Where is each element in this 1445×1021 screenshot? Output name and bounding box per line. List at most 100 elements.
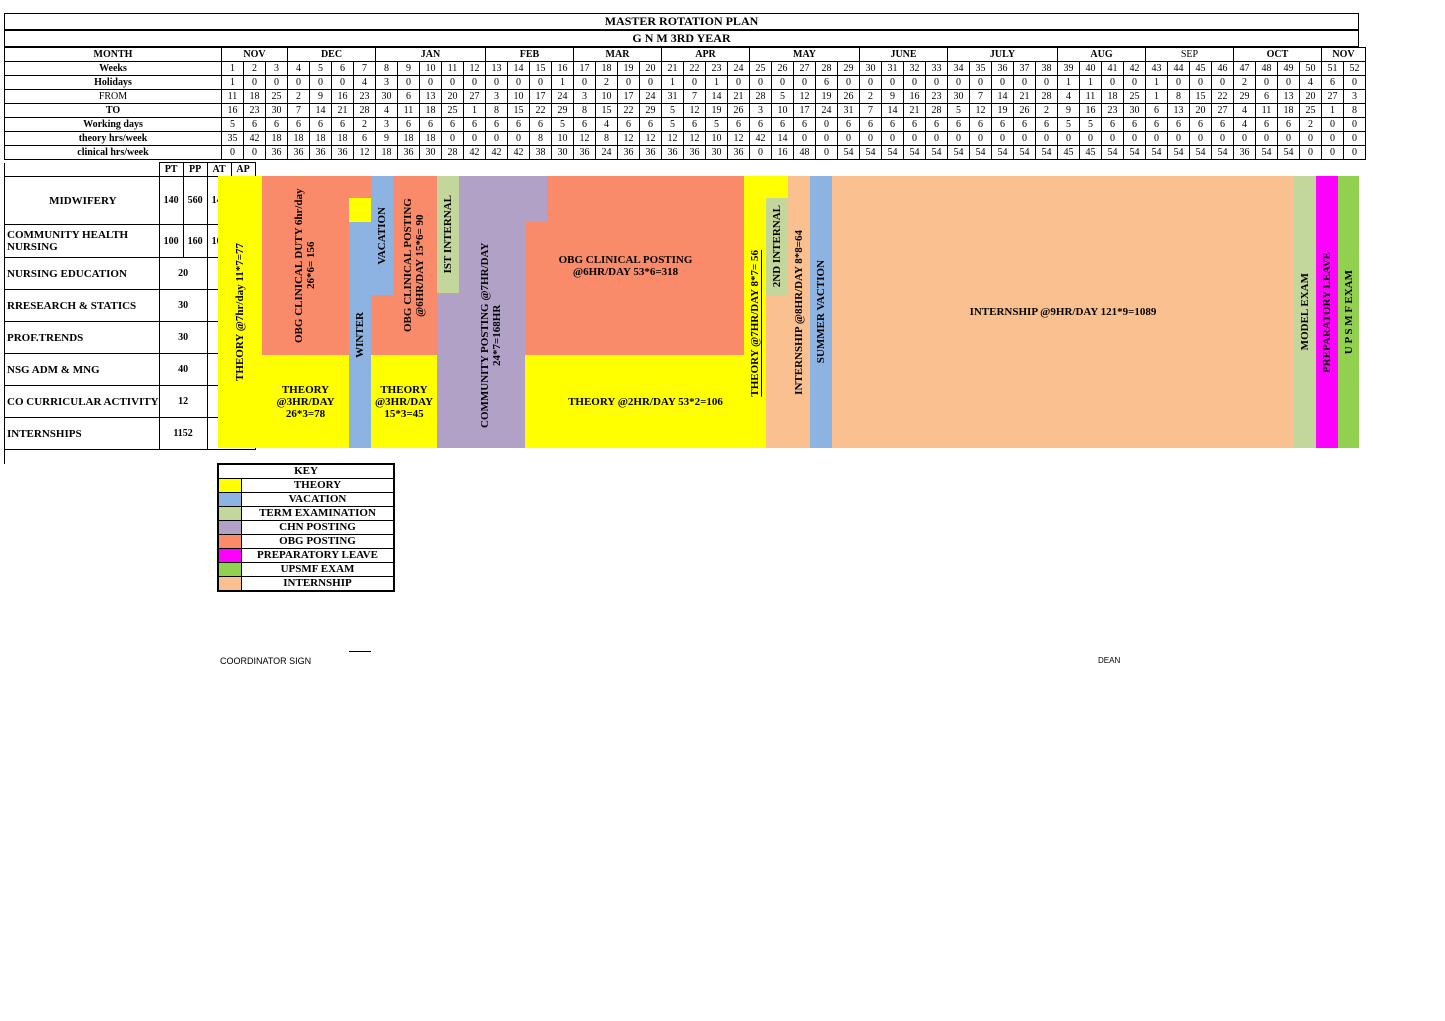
- week-cell: 12: [573, 131, 596, 146]
- week-cell: 0: [815, 131, 838, 146]
- subject-name: NSG ADM & MNG: [4, 353, 160, 386]
- week-cell: 1: [551, 75, 574, 90]
- week-cell: 10: [507, 89, 530, 104]
- month-cell: JAN: [375, 47, 486, 62]
- week-cell: 6: [331, 117, 354, 132]
- week-cell: 25: [749, 61, 772, 76]
- week-cell: 0: [1277, 75, 1300, 90]
- week-cell: 0: [1277, 131, 1300, 146]
- week-cell: 11: [221, 89, 244, 104]
- week-cell: 36: [265, 145, 288, 160]
- week-cell: 7: [287, 103, 310, 118]
- week-cell: 0: [881, 75, 904, 90]
- week-cell: 0: [991, 75, 1014, 90]
- week-cell: 12: [793, 89, 816, 104]
- row-label: FROM: [4, 89, 222, 104]
- week-cell: 6: [925, 117, 948, 132]
- week-cell: 29: [1233, 89, 1256, 104]
- week-cell: 12: [727, 131, 750, 146]
- week-cell: 26: [1013, 103, 1036, 118]
- row-label: theory hrs/week: [4, 131, 222, 146]
- week-cell: 1: [1321, 103, 1344, 118]
- week-cell: 30: [705, 145, 728, 160]
- week-cell: 6: [617, 117, 640, 132]
- subject-hours: 12: [158, 385, 208, 418]
- week-cell: 0: [859, 131, 882, 146]
- week-cell: 0: [617, 75, 640, 90]
- week-cell: 0: [1167, 75, 1190, 90]
- week-cell: 42: [243, 131, 266, 146]
- week-cell: 5: [1079, 117, 1102, 132]
- week-cell: 6: [793, 117, 816, 132]
- week-cell: 6: [859, 117, 882, 132]
- month-cell: MAY: [749, 47, 860, 62]
- week-cell: 5: [771, 89, 794, 104]
- week-cell: 4: [1233, 103, 1256, 118]
- page-subtitle: G N M 3RD YEAR: [4, 30, 1359, 47]
- week-cell: 2: [1035, 103, 1058, 118]
- week-cell: 3: [749, 103, 772, 118]
- subject-hours: 1152: [158, 417, 208, 450]
- block-preparatory-leave: PREPARATORY LEAVE: [1316, 176, 1338, 448]
- week-cell: 22: [617, 103, 640, 118]
- week-cell: 16: [903, 89, 926, 104]
- week-cell: 54: [1123, 145, 1146, 160]
- week-cell: 31: [881, 61, 904, 76]
- week-cell: 52: [1343, 61, 1366, 76]
- week-cell: 2: [595, 75, 618, 90]
- week-cell: 0: [1299, 131, 1322, 146]
- week-cell: 0: [1013, 131, 1036, 146]
- key-label: CHN POSTING: [241, 520, 395, 535]
- week-cell: 54: [903, 145, 926, 160]
- month-cell: NOV: [221, 47, 288, 62]
- week-cell: 12: [969, 103, 992, 118]
- week-cell: 6: [397, 89, 420, 104]
- week-cell: 24: [595, 145, 618, 160]
- week-cell: 6: [1255, 117, 1278, 132]
- week-cell: 15: [529, 61, 552, 76]
- week-cell: 6: [1145, 103, 1168, 118]
- week-cell: 54: [991, 145, 1014, 160]
- week-cell: 6: [419, 117, 442, 132]
- table-border: [4, 449, 5, 464]
- subject-name: MIDWIFERY: [4, 176, 160, 225]
- week-cell: 6: [485, 117, 508, 132]
- week-cell: 24: [551, 89, 574, 104]
- week-cell: 12: [463, 61, 486, 76]
- block-obg-posting-2: OBG CLINICAL POSTING @6HR/DAY 53*6=318: [547, 176, 744, 355]
- week-cell: 33: [925, 61, 948, 76]
- week-cell: 41: [1101, 61, 1124, 76]
- week-cell: 38: [1035, 61, 1058, 76]
- subject-header-pp: PP: [182, 162, 208, 177]
- block-ist-internal: IST INTERNAL: [437, 176, 459, 293]
- week-cell: 35: [221, 131, 244, 146]
- key-swatch: [217, 506, 242, 521]
- week-cell: 18: [595, 61, 618, 76]
- week-cell: 4: [287, 61, 310, 76]
- week-cell: 0: [1321, 117, 1344, 132]
- week-cell: 9: [375, 131, 398, 146]
- week-cell: 54: [881, 145, 904, 160]
- month-cell: NOV: [1321, 47, 1366, 62]
- week-cell: 30: [859, 61, 882, 76]
- week-cell: 0: [485, 131, 508, 146]
- week-cell: 0: [969, 131, 992, 146]
- week-cell: 0: [485, 75, 508, 90]
- week-cell: 46: [1211, 61, 1234, 76]
- week-cell: 39: [1057, 61, 1080, 76]
- week-cell: 8: [485, 103, 508, 118]
- week-cell: 48: [1255, 61, 1278, 76]
- week-cell: 19: [705, 103, 728, 118]
- week-cell: 6: [1035, 117, 1058, 132]
- key-swatch: [217, 492, 242, 507]
- week-cell: 11: [1079, 89, 1102, 104]
- month-cell: MAR: [573, 47, 662, 62]
- week-cell: 11: [441, 61, 464, 76]
- week-cell: 6: [947, 117, 970, 132]
- week-cell: 0: [287, 75, 310, 90]
- week-cell: 0: [331, 75, 354, 90]
- subject-header-ap: AP: [230, 162, 256, 177]
- key-swatch: [217, 562, 242, 577]
- week-cell: 8: [529, 131, 552, 146]
- week-cell: 0: [1079, 131, 1102, 146]
